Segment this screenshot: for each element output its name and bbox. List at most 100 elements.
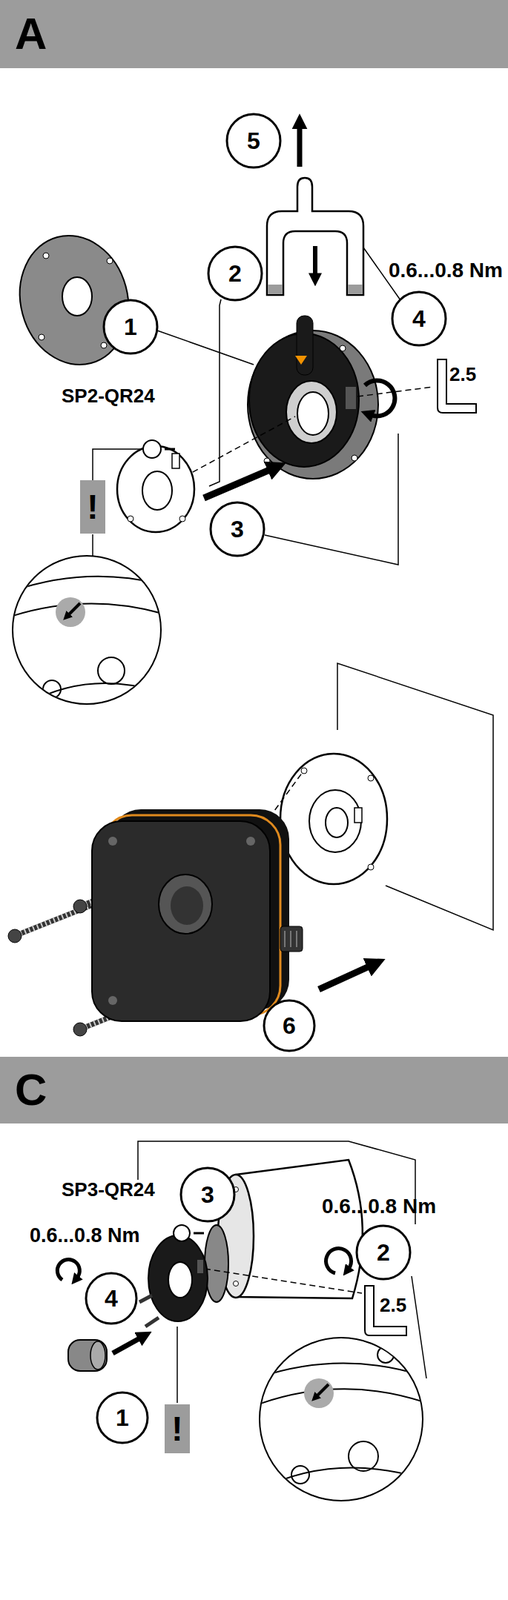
gasket-plate [5, 223, 144, 377]
callout-circle [180, 1168, 235, 1223]
warning-mark: ! [171, 1412, 183, 1447]
callout-circle [356, 1226, 411, 1281]
callout-circle [97, 1393, 148, 1444]
clamp-ring [148, 1236, 208, 1323]
adapter-flange [297, 392, 329, 436]
rotate-arrow [57, 1260, 80, 1281]
motor-body [295, 931, 298, 948]
motor-body [158, 875, 213, 935]
push-arrow [203, 469, 272, 499]
screws [8, 929, 22, 944]
cover-cap [112, 1338, 141, 1355]
torque-label: 0.6...0.8 Nm [29, 1225, 141, 1249]
fork-tool [266, 177, 364, 296]
detail-zoom [7, 556, 171, 712]
detail-zoom [7, 576, 171, 594]
callout-number: 2 [376, 1241, 391, 1266]
detail-zoom [12, 556, 161, 705]
clamp-ring [139, 1225, 362, 1328]
motor-body [108, 996, 118, 1006]
detail-zoom [68, 603, 81, 616]
fork-tool [347, 284, 363, 295]
callout-number: 4 [104, 1287, 118, 1312]
screws [73, 900, 87, 914]
callout-circle [264, 1001, 315, 1052]
motor-body [289, 931, 292, 948]
callout-circle [226, 114, 281, 168]
actuator-housing [233, 1282, 239, 1288]
clamp-ring [179, 516, 186, 523]
motor-body [284, 931, 286, 948]
screws [73, 1023, 87, 1037]
callout-number: 1 [95, 1391, 150, 1446]
detail-zoom [316, 1385, 329, 1398]
motor-body [280, 927, 303, 953]
gasket-plate [38, 334, 45, 341]
mounting-plate [367, 864, 374, 871]
hex-key [364, 1286, 407, 1337]
mounting-plate [354, 808, 362, 824]
detail-zoom [14, 683, 164, 712]
callout-number: 1 [115, 1406, 130, 1431]
clamp-ring [193, 1233, 204, 1236]
gasket-plate [5, 223, 144, 377]
mounting-plate [280, 754, 388, 885]
detail-zoom [55, 597, 86, 628]
adapter-flange [286, 381, 337, 444]
detail-zoom [255, 1363, 427, 1380]
leader-lines [91, 534, 94, 557]
clamp-ring [172, 453, 180, 469]
detail-zoom [259, 1338, 423, 1502]
hex-key [357, 387, 434, 397]
warning-box: ! [164, 1405, 190, 1455]
callout-number: 6 [282, 1014, 296, 1039]
callout-circle [208, 246, 262, 301]
callout-number: 3 [209, 501, 266, 558]
motor-body [91, 821, 270, 1022]
key-size-label: 2.5 [379, 1295, 407, 1318]
cover-cap [90, 1342, 106, 1371]
clamp-ring [168, 1262, 193, 1299]
screws [16, 901, 104, 936]
adapter-flange [247, 315, 379, 480]
section-band: C [0, 1057, 508, 1125]
callout-circle [103, 300, 158, 354]
gasket-plate [204, 1225, 229, 1304]
callout-number: 4 [390, 290, 448, 348]
part-name: SP3-QR24 [61, 1179, 155, 1203]
detail-zoom [258, 1389, 425, 1406]
fork-tool [267, 284, 283, 295]
callout-number: 4 [84, 1272, 138, 1326]
mounting-plate [280, 754, 388, 885]
motor-body [91, 772, 303, 1022]
rotate-arrow [326, 1249, 352, 1275]
rotate-arrow [364, 381, 395, 417]
callout-number: 2 [206, 245, 264, 302]
callout-circle [392, 292, 446, 346]
clamp-ring [139, 1296, 153, 1304]
actuator-housing [235, 1160, 363, 1300]
clamp-ring [204, 1269, 362, 1295]
screws [16, 901, 104, 936]
clamp-ring [117, 446, 195, 533]
motor-body [246, 837, 256, 847]
clamp-ring [142, 471, 173, 511]
adapter-flange [296, 315, 313, 376]
fork-tool [266, 126, 364, 296]
warning-mark: ! [86, 490, 98, 525]
callout-number: 5 [225, 112, 282, 170]
mounting-plate [301, 768, 308, 775]
callout-number: 3 [230, 517, 244, 542]
detail-zoom [7, 576, 171, 712]
callout-circle [86, 1274, 137, 1325]
detail-zoom [259, 1469, 423, 1491]
callout-number: 2 [228, 261, 242, 286]
torque-label: 0.6...0.8 Nm [321, 1195, 437, 1220]
section-letter: A [0, 11, 47, 57]
gasket-plate [204, 1225, 229, 1304]
callout-number: 4 [412, 307, 426, 331]
mounting-plate [367, 775, 374, 782]
rotate-arrow [364, 381, 395, 417]
